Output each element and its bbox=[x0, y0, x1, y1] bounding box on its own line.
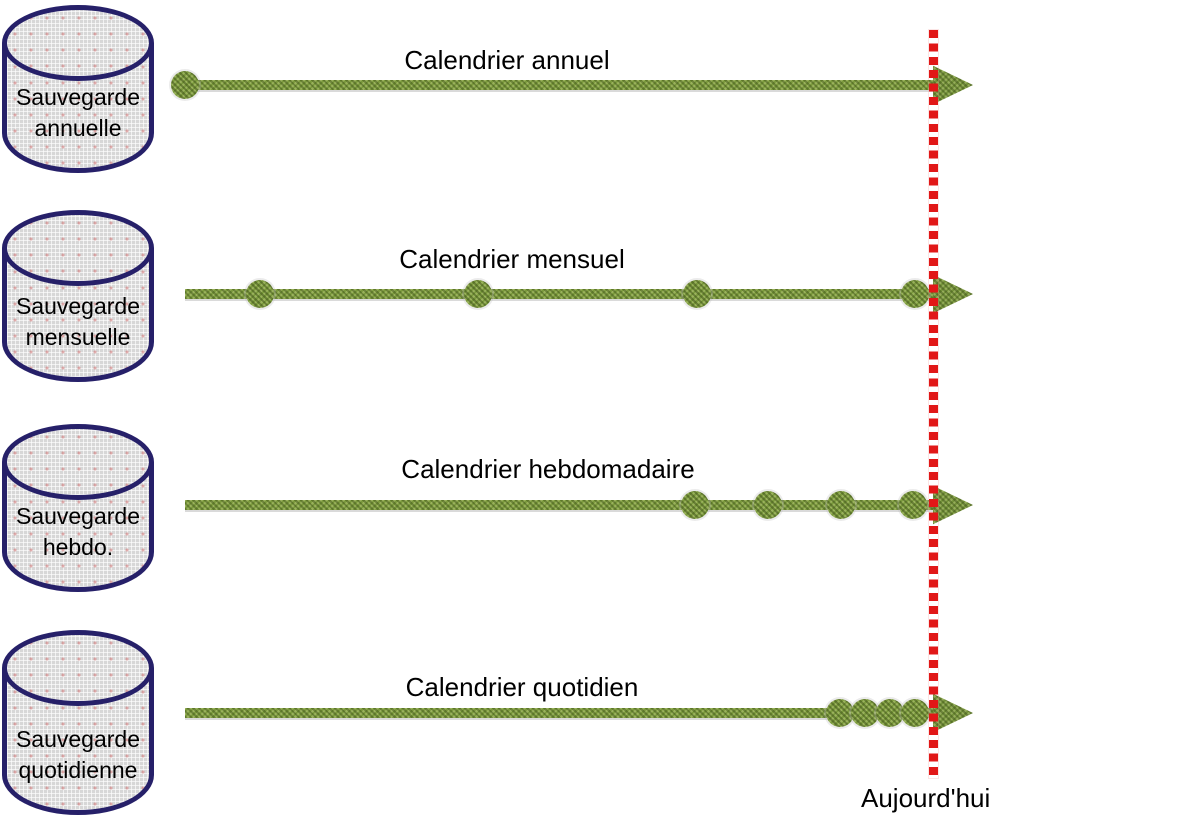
cylinder-top-ellipse bbox=[2, 424, 154, 500]
database-cylinder-weekly: Sauvegarde hebdo. bbox=[2, 424, 154, 592]
backup-points-layer bbox=[0, 491, 1181, 519]
timeline-title: Calendrier hebdomadaire bbox=[401, 454, 695, 484]
timeline-arrow-line bbox=[185, 80, 935, 90]
backup-store-label-line: Sauvegarde bbox=[15, 726, 141, 753]
backup-point bbox=[899, 491, 927, 519]
database-cylinder-monthly: Sauvegarde mensuelle bbox=[2, 210, 154, 382]
backup-point bbox=[826, 699, 854, 727]
database-cylinder-annual: Sauvegarde annuelle bbox=[2, 5, 154, 173]
backup-point bbox=[464, 280, 492, 308]
backup-point bbox=[171, 71, 199, 99]
cylinder-top-ellipse bbox=[2, 210, 154, 286]
backup-store-label: Sauvegarde annuelle bbox=[6, 82, 150, 143]
timeline-arrow-line bbox=[185, 500, 935, 510]
backup-point bbox=[754, 491, 782, 519]
backup-point bbox=[683, 280, 711, 308]
backup-point bbox=[851, 699, 879, 727]
timeline-title: Calendrier mensuel bbox=[399, 244, 625, 274]
today-marker-dotted-line bbox=[929, 30, 938, 778]
backup-point bbox=[901, 280, 929, 308]
database-cylinder-daily: Sauvegarde quotidienne bbox=[2, 630, 154, 815]
backup-point bbox=[246, 280, 274, 308]
backup-store-label: Sauvegarde mensuelle bbox=[6, 291, 150, 352]
backup-store-label-line: Sauvegarde bbox=[15, 293, 141, 320]
backup-point bbox=[827, 491, 855, 519]
backup-store-label-line: quotidienne bbox=[18, 756, 138, 783]
today-label: Aujourd'hui bbox=[861, 783, 991, 813]
backup-points-layer bbox=[0, 280, 1181, 308]
backup-points-layer bbox=[0, 699, 1181, 727]
backup-store-label-line: Sauvegarde bbox=[15, 503, 141, 530]
backup-point bbox=[876, 699, 904, 727]
backup-point bbox=[681, 491, 709, 519]
timeline-title: Calendrier quotidien bbox=[405, 672, 639, 702]
backup-store-label-line: Sauvegarde bbox=[15, 84, 141, 111]
timeline-arrow-line bbox=[185, 289, 935, 299]
timeline-title: Calendrier annuel bbox=[404, 45, 610, 75]
backup-store-label: Sauvegarde quotidienne bbox=[6, 724, 150, 785]
backup-store-label-line: mensuelle bbox=[25, 323, 131, 350]
backup-point bbox=[901, 699, 929, 727]
backup-store-label-line: annuelle bbox=[34, 114, 122, 141]
backup-store-label-line: hebdo. bbox=[42, 533, 114, 560]
cylinder-top-ellipse bbox=[2, 5, 154, 81]
timeline-arrow-line bbox=[185, 708, 935, 718]
backup-store-label: Sauvegarde hebdo. bbox=[6, 501, 150, 562]
cylinder-top-ellipse bbox=[2, 630, 154, 706]
backup-points-layer bbox=[0, 71, 1181, 99]
